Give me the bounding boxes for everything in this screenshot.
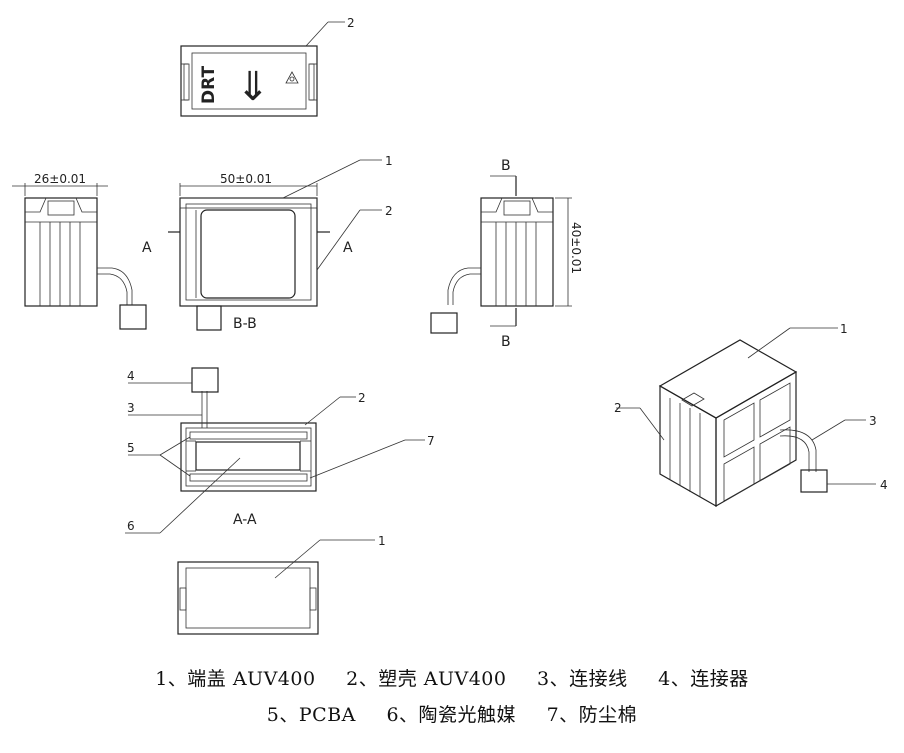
callout-iso-shell: 2 — [614, 401, 622, 415]
callout-aa-pcba: 5 — [127, 441, 135, 455]
down-arrow-icon: ⇓ — [236, 64, 270, 110]
recycle-icon — [285, 71, 299, 84]
callout-bottom-lid: 1 — [378, 534, 386, 548]
left-side-view: 26±0.01 — [12, 172, 147, 330]
top-view: DRT ⇓ 2 — [180, 16, 355, 117]
front-view-bb: 50±0.01 A A B-B 1 2 — [142, 154, 393, 332]
callout-aa-ceramic: 6 — [127, 519, 135, 533]
legend-item: 7、防尘棉 — [546, 704, 638, 726]
parts-legend-row-1: 1、端盖 AUV400 2、塑壳 AUV400 3、连接线 4、连接器 — [0, 664, 904, 691]
section-b-top: B — [501, 158, 511, 174]
callout-aa-wire: 3 — [127, 401, 135, 415]
dim-width-front: 50±0.01 — [220, 172, 272, 186]
callout-front-lid: 1 — [385, 154, 393, 168]
dim-width-side: 26±0.01 — [34, 172, 86, 186]
assembly-drawing: DRT ⇓ 2 26±0.01 — [12, 16, 888, 635]
right-side-view: 40±0.01 B B — [430, 158, 583, 350]
section-bb-label: B-B — [233, 316, 257, 332]
callout-aa-shell: 2 — [358, 391, 366, 405]
parts-legend-row-2: 5、PCBA 6、陶瓷光触媒 7、防尘棉 — [0, 700, 904, 727]
callout-aa-connector: 4 — [127, 369, 135, 383]
callout-iso-wire: 3 — [869, 414, 877, 428]
legend-item: 6、陶瓷光触媒 — [386, 704, 517, 726]
isometric-view: 1 2 3 4 — [614, 322, 888, 508]
callout-aa-foam: 7 — [427, 434, 435, 448]
section-aa-view: 4 3 2 5 7 6 A-A — [125, 367, 435, 534]
callout-iso-connector: 4 — [880, 478, 888, 492]
section-a-left: A — [142, 240, 152, 256]
legend-item: 3、连接线 — [537, 668, 628, 690]
bottom-lid-view: 1 — [177, 534, 386, 635]
section-a-right: A — [343, 240, 353, 256]
legend-item: 4、连接器 — [658, 668, 749, 690]
legend-item: 1、端盖 AUV400 — [155, 668, 316, 690]
callout-iso-lid: 1 — [840, 322, 848, 336]
callout-top-view: 2 — [347, 16, 355, 30]
callout-front-shell: 2 — [385, 204, 393, 218]
legend-item: 2、塑壳 AUV400 — [346, 668, 507, 690]
legend-item: 5、PCBA — [266, 704, 356, 726]
top-view-brand-text: DRT — [199, 66, 219, 104]
section-b-bottom: B — [501, 334, 511, 350]
section-aa-label: A-A — [233, 512, 257, 528]
dim-height-right: 40±0.01 — [569, 222, 583, 274]
